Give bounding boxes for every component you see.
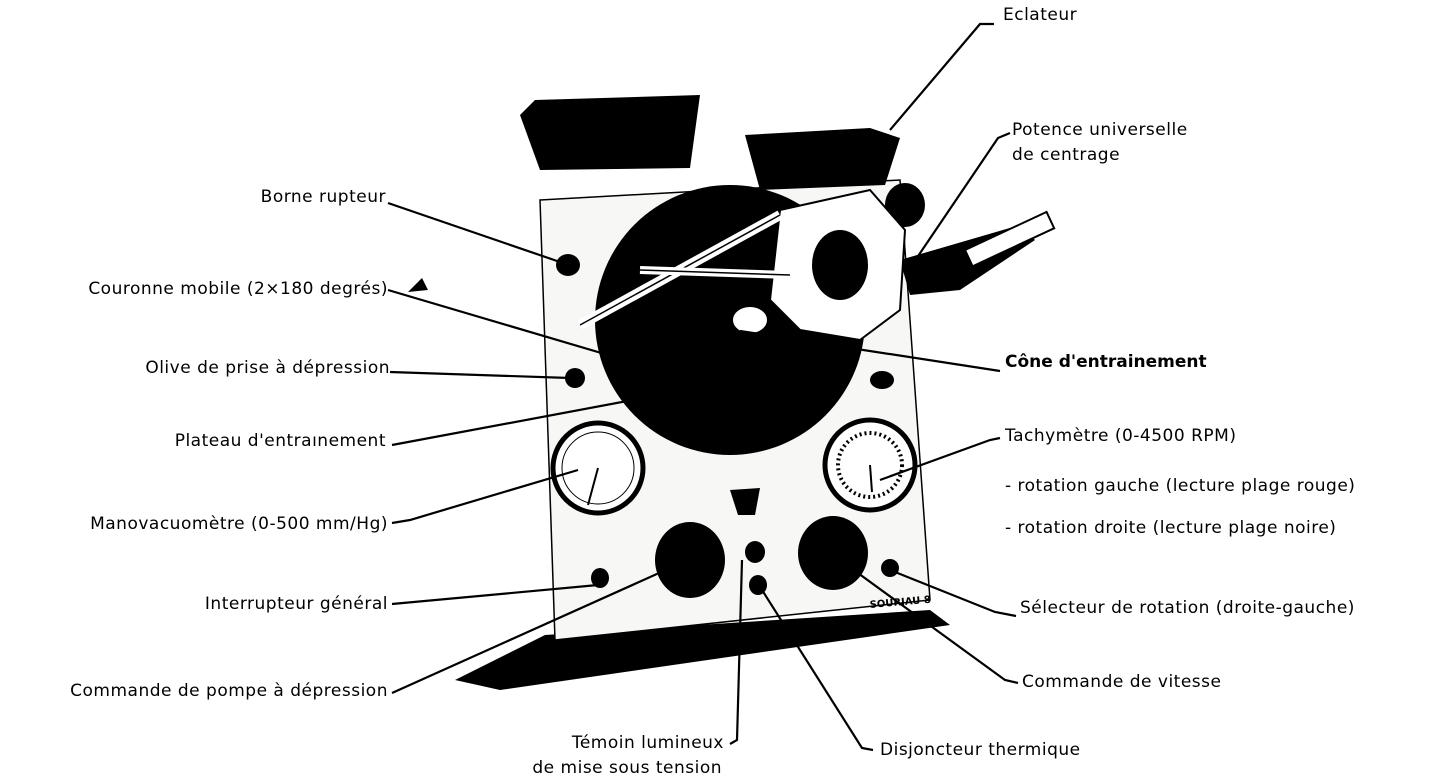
leader-olive — [390, 372, 570, 378]
loose-clip — [408, 278, 428, 292]
label-rotation-gauche: - rotation gauche (lecture plage rouge) — [1005, 476, 1355, 496]
label-temoin-line1: Témoin lumineux — [572, 733, 724, 753]
label-temoin-line2: de mise sous tension — [532, 758, 722, 778]
label-selecteur: Sélecteur de rotation (droite-gauche) — [1020, 598, 1355, 618]
label-commande-vitesse: Commande de vitesse — [1022, 672, 1221, 692]
label-plateau: Plateau d'entraınement — [175, 431, 386, 451]
speed-knob — [798, 516, 868, 590]
selector-switch — [881, 559, 899, 577]
label-olive: Olive de prise à dépression — [145, 358, 390, 378]
label-eclateur: Eclateur — [1003, 5, 1077, 25]
pump-knob — [655, 522, 725, 598]
label-rotation-droite: - rotation droite (lecture plage noire) — [1005, 518, 1336, 538]
label-potence-line1: Potence universelle — [1012, 120, 1188, 140]
label-commande-pompe: Commande de pompe à dépression — [70, 681, 388, 701]
label-manovacuometre: Manovacuomètre (0-500 mm/Hg) — [90, 514, 388, 534]
pilot-light — [745, 541, 765, 563]
right-bracket — [745, 128, 900, 190]
left-bracket — [520, 95, 700, 170]
leader-eclateur — [890, 24, 994, 130]
label-tachymetre: Tachymètre (0-4500 RPM) — [1005, 426, 1236, 446]
couronne-hole — [812, 230, 868, 300]
leader-borne — [388, 203, 560, 262]
label-interrupteur: Interrupteur général — [205, 594, 388, 614]
borne-knob — [556, 254, 580, 276]
cone-knob — [732, 306, 768, 334]
label-borne-rupteur: Borne rupteur — [261, 187, 386, 207]
label-couronne-mobile: Couronne mobile (2×180 degrés) — [88, 279, 388, 299]
right-small-knob — [870, 371, 894, 389]
label-potence-line2: de centrage — [1012, 145, 1120, 165]
label-cone: Cône d'entrainement — [1005, 352, 1207, 372]
label-disjoncteur: Disjoncteur thermique — [880, 740, 1081, 760]
